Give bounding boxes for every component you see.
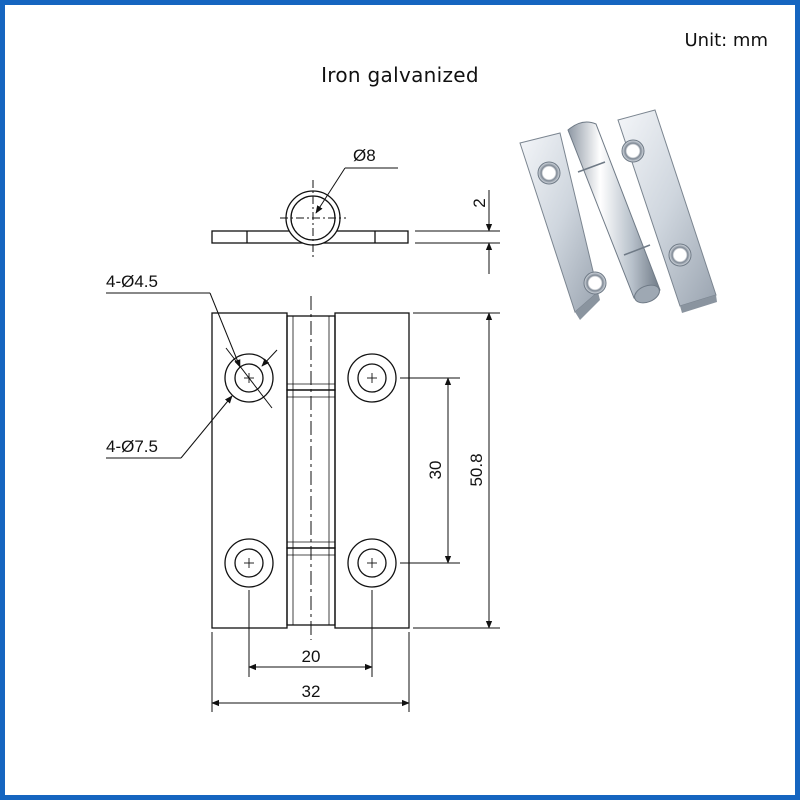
hole-diameter-label: 4-Ø4.5 — [106, 272, 158, 291]
hole-bottom-left — [224, 538, 274, 588]
photo-hole — [583, 271, 607, 295]
left-leaf — [211, 312, 288, 629]
countersink-diameter-label: 4-Ø7.5 — [106, 437, 158, 456]
hinge-product-photo — [519, 109, 717, 320]
vertical-dimensions — [400, 312, 500, 629]
overall-height-label: 50.8 — [467, 453, 486, 486]
photo-knuckle-joint — [577, 161, 606, 173]
dimension-arrow — [261, 349, 278, 367]
photo-hole — [621, 139, 645, 163]
photo-right-leaf-edge — [680, 295, 717, 313]
photo-hole — [537, 161, 561, 185]
hole-top-right — [347, 353, 397, 403]
pin-diameter-label: Ø8 — [353, 146, 376, 165]
unit-label: Unit: mm — [684, 30, 769, 51]
leader-line — [315, 167, 346, 214]
leader-line — [180, 395, 233, 459]
material-title: Iron galvanized — [321, 63, 479, 87]
hole-spacing-horizontal-label: 20 — [302, 647, 321, 666]
photo-left-leaf-edge — [575, 292, 600, 320]
end-view — [211, 180, 409, 258]
hole-diameter-leaders — [106, 292, 278, 459]
overall-width-label: 32 — [302, 682, 321, 701]
thickness-label: 2 — [470, 198, 489, 207]
photo-knuckle-joint — [623, 244, 651, 256]
thickness-dimension — [415, 190, 500, 274]
countersink-diagonal — [225, 347, 273, 409]
front-view — [211, 296, 410, 640]
pin-diameter-dimension — [315, 167, 398, 214]
leader-line — [209, 292, 241, 368]
horizontal-dimensions — [211, 590, 410, 712]
right-leaf — [334, 312, 410, 629]
hole-spacing-vertical-label: 30 — [426, 461, 445, 480]
photo-hole — [668, 243, 692, 267]
hole-top-left — [224, 353, 274, 403]
hole-bottom-right — [347, 538, 397, 588]
photo-pin-end — [634, 284, 660, 304]
